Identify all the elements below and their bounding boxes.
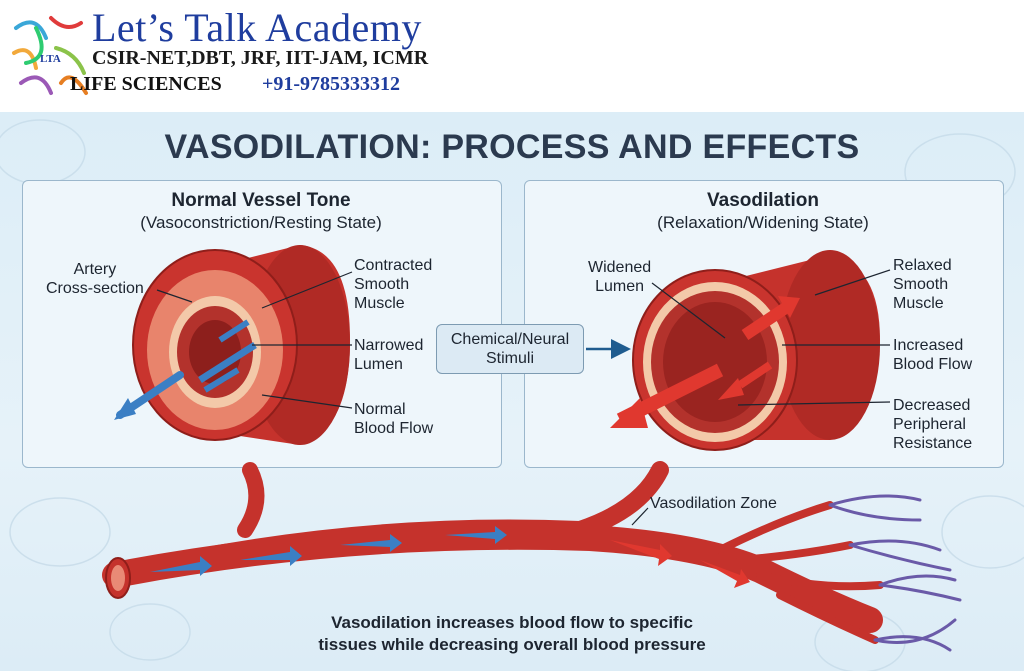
narrowed-lumen-label: Narrowed Lumen <box>354 337 424 373</box>
vasodilation-subtitle: (Relaxation/Widening State) <box>657 213 869 232</box>
vasodilation-zone-label: Vasodilation Zone <box>650 495 777 512</box>
main-title: VASODILATION: PROCESS AND EFFECTS <box>164 128 860 166</box>
brand-title: Let’s Talk Academy <box>92 5 422 50</box>
relaxed-smooth-muscle-label: Relaxed Smooth Muscle <box>893 257 952 312</box>
vessel-network-illustration <box>102 461 962 652</box>
contracted-smooth-muscle-label: Contracted Smooth Muscle <box>354 257 433 312</box>
brand-field: LIFE SCIENCES <box>70 73 222 95</box>
caption: Vasodilation increases blood flow to spe… <box>318 613 706 654</box>
normal-tone-title: Normal Vessel Tone <box>171 190 351 211</box>
chemical-neural-stimuli-box: Chemical/Neural Stimuli <box>436 324 584 374</box>
header: LTA Let’s Talk Academy CSIR-NET,DBT, JRF… <box>0 0 1024 112</box>
academy-logo-icon: LTA <box>12 16 88 95</box>
normal-blood-flow-label: Normal Blood Flow <box>354 401 434 437</box>
brand-phone: +91-9785333312 <box>262 73 401 95</box>
increased-blood-flow-label: Increased Blood Flow <box>893 337 973 373</box>
widened-lumen-label: Widened Lumen <box>588 259 652 295</box>
normal-tone-subtitle: (Vasoconstriction/Resting State) <box>140 213 382 232</box>
brand-subtitle: CSIR-NET,DBT, JRF, IIT-JAM, ICMR <box>92 47 429 69</box>
vasodilation-title: Vasodilation <box>707 190 819 211</box>
artery-cross-section-label: Artery Cross-section <box>46 261 144 297</box>
svg-text:LTA: LTA <box>40 53 61 65</box>
dilated-vessel-illustration <box>610 250 880 451</box>
decreased-resistance-label: Decreased Peripheral Resistance <box>893 397 973 452</box>
